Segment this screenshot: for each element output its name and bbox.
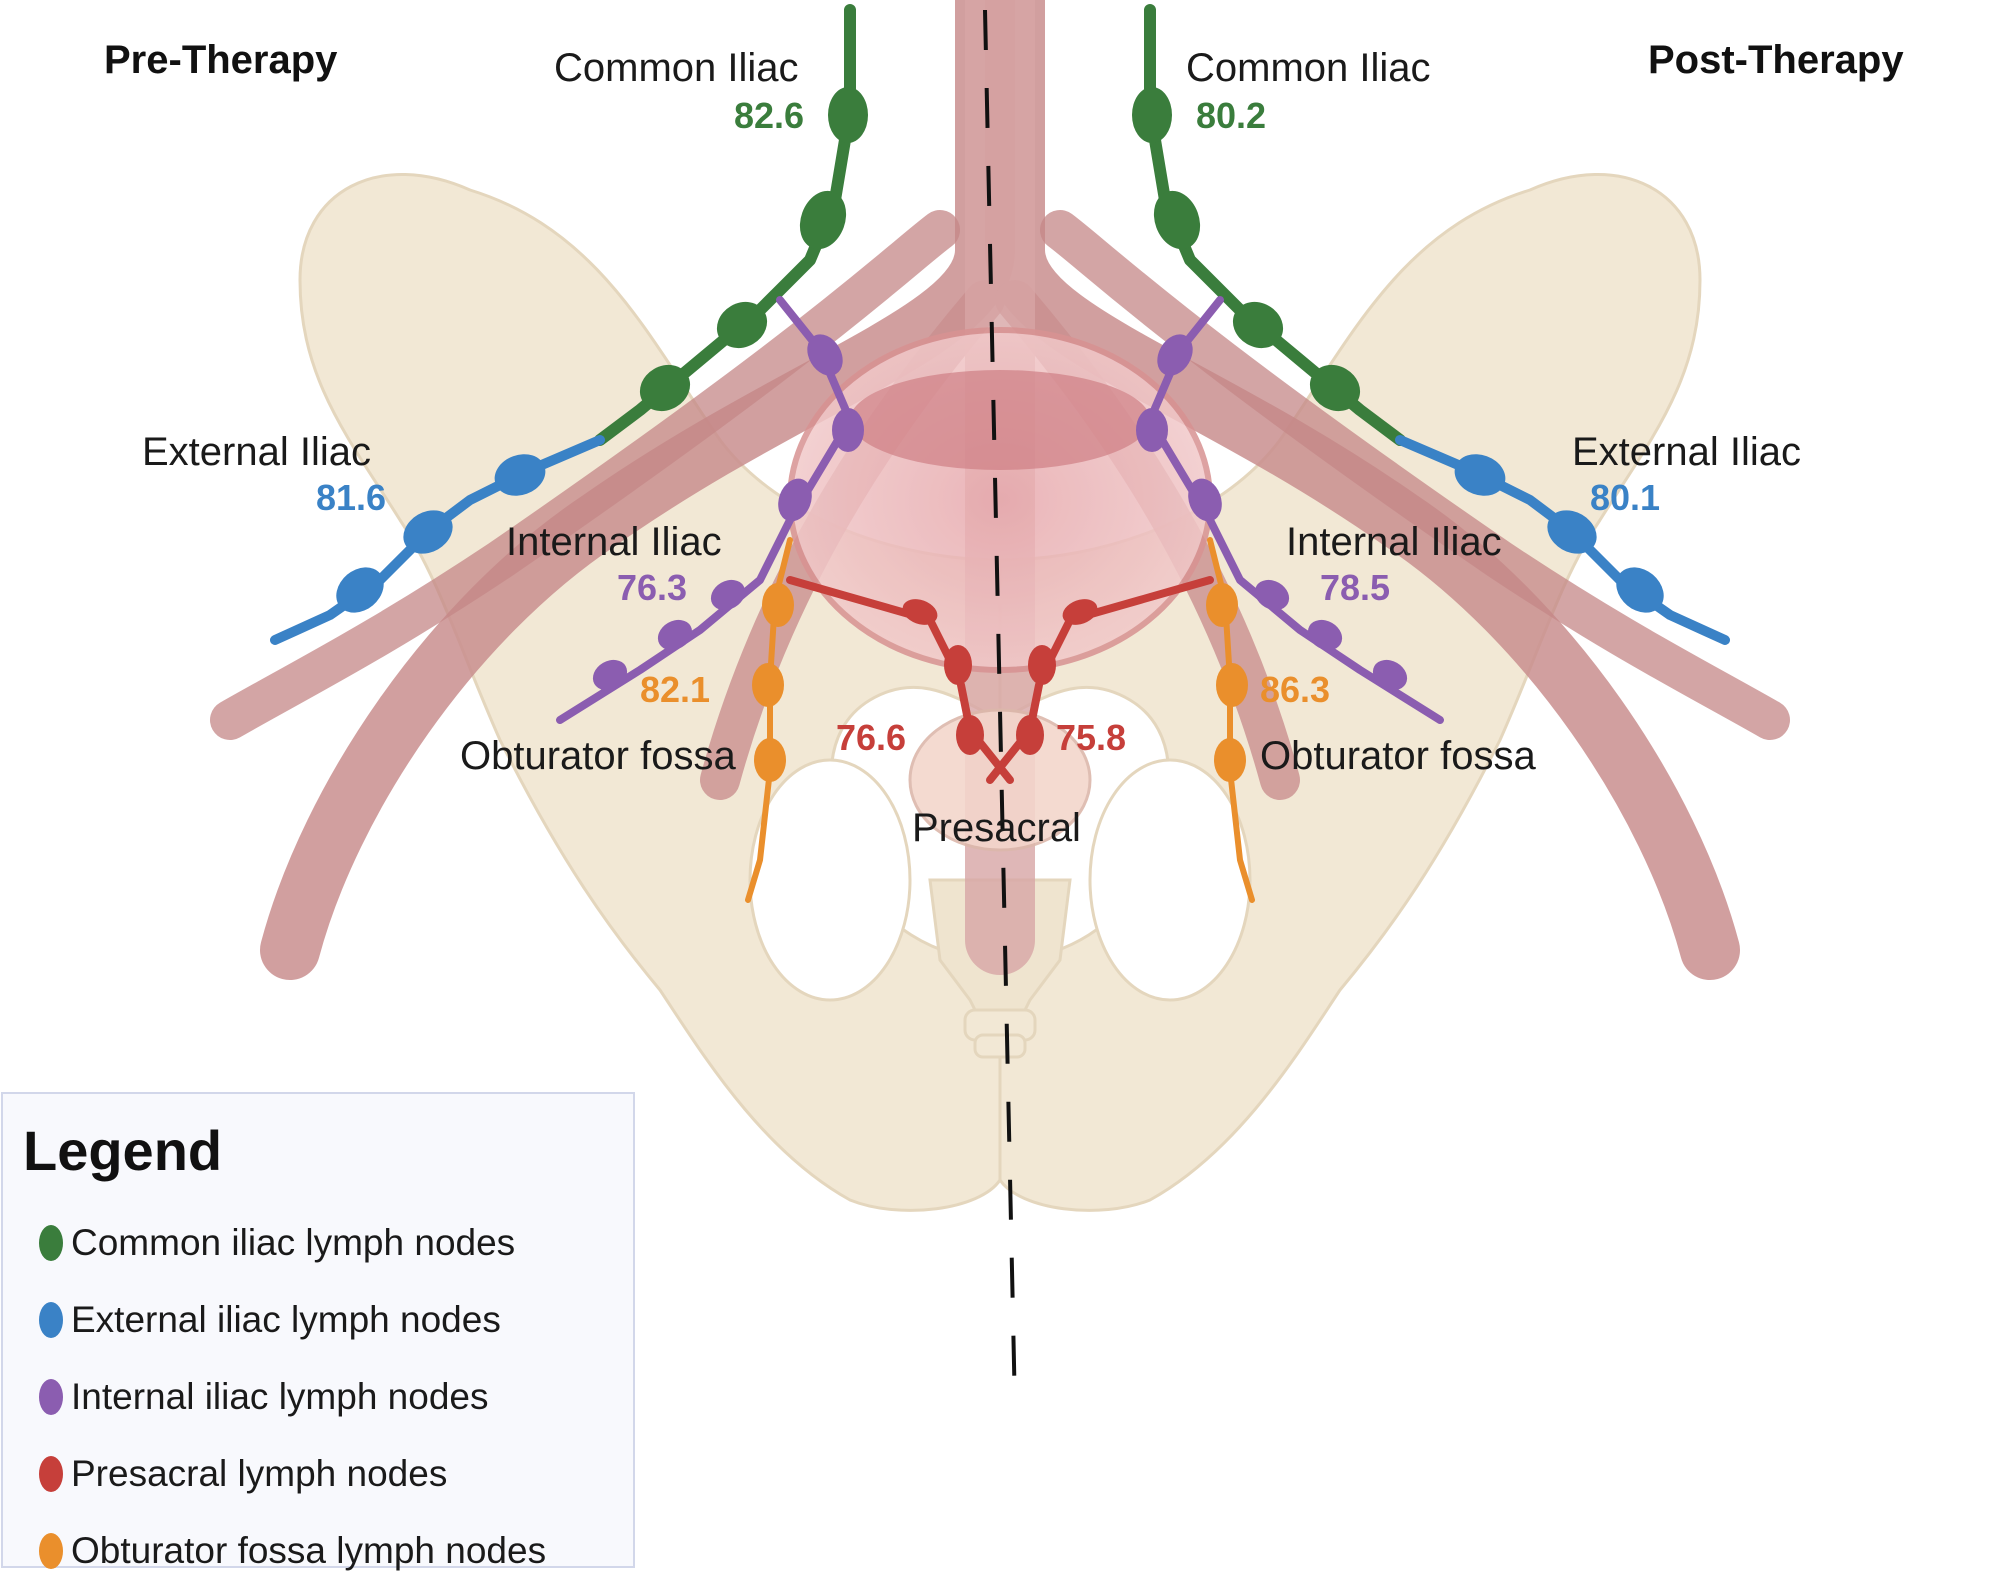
common-iliac-pre-node	[639, 364, 691, 412]
common-iliac-post-node	[1153, 190, 1201, 250]
internal-iliac-pre-node	[592, 659, 628, 691]
post-presacral-value: 75.8	[1056, 717, 1127, 758]
common-iliac-post-node	[1232, 301, 1284, 349]
legend-item-common-iliac: Common iliac lymph nodes	[39, 1222, 515, 1264]
pre-presacral-value: 76.6	[836, 717, 907, 758]
pre-external-iliac-value: 81.6	[316, 477, 387, 518]
obturator-post-node	[1216, 663, 1248, 707]
post-common-iliac-value: 80.2	[1196, 95, 1267, 136]
pre-obturator-label: Obturator fossa	[460, 734, 736, 778]
pre-internal-iliac-value: 76.3	[617, 567, 688, 608]
pre-common-iliac-value: 82.6	[734, 95, 805, 136]
obturator-post-node	[1206, 583, 1238, 627]
external-iliac-post-node	[1547, 510, 1597, 554]
post-obturator-label: Obturator fossa	[1260, 734, 1536, 778]
legend-label: Common iliac lymph nodes	[71, 1222, 516, 1263]
lymph-node-chains	[270, 4, 1730, 903]
pre-common-iliac-label: Common Iliac	[554, 46, 799, 90]
internal-iliac-post-node	[1307, 619, 1343, 651]
common-iliac-pre-node	[799, 190, 847, 250]
post-common-iliac-label: Common Iliac	[1186, 46, 1431, 90]
legend-item-presacral: Presacral lymph nodes	[39, 1453, 447, 1495]
presacral-label: Presacral	[912, 806, 1081, 850]
pre-obturator-value: 82.1	[640, 669, 711, 710]
legend-label: Presacral lymph nodes	[71, 1453, 448, 1494]
legend-title: Legend	[23, 1119, 223, 1182]
presacral-post-node	[1062, 599, 1098, 625]
obturator-post-node	[1214, 738, 1246, 782]
post-external-iliac-label: External Iliac	[1572, 430, 1801, 474]
obturator-pre-node	[762, 583, 794, 627]
external-iliac-pre-node	[336, 567, 384, 613]
internal-iliac-dot-icon	[39, 1379, 63, 1415]
bladder	[787, 327, 1213, 852]
internal-iliac-pre-node	[778, 478, 812, 522]
common-iliac-dot-icon	[39, 1225, 63, 1261]
internal-iliac-post-node	[1136, 408, 1168, 452]
legend-item-obturator: Obturator fossa lymph nodes	[39, 1530, 546, 1572]
common-iliac-pre-node	[716, 301, 768, 349]
internal-iliac-post-node	[1157, 334, 1193, 376]
internal-iliac-post-node	[1372, 659, 1408, 691]
internal-iliac-pre-node	[807, 334, 843, 376]
external-iliac-pre-node	[403, 510, 453, 554]
presacral-pre-node	[944, 645, 972, 685]
legend-item-internal-iliac: Internal iliac lymph nodes	[39, 1376, 489, 1418]
internal-iliac-pre-node	[657, 619, 693, 651]
post-internal-iliac-label: Internal Iliac	[1286, 520, 1502, 564]
presacral-pre-node	[956, 715, 984, 755]
presacral-post-node	[1016, 715, 1044, 755]
obturator-pre-node	[754, 738, 786, 782]
external-iliac-pre-node	[494, 454, 546, 496]
external-iliac-dot-icon	[39, 1302, 63, 1338]
legend-label: Internal iliac lymph nodes	[71, 1376, 489, 1417]
legend-panel: Legend Common iliac lymph nodes External…	[1, 1092, 635, 1571]
legend-label: Obturator fossa lymph nodes	[71, 1530, 547, 1571]
common-iliac-post-node	[1309, 364, 1361, 412]
internal-iliac-post-node	[1188, 478, 1222, 522]
presacral-dot-icon	[39, 1456, 63, 1492]
post-external-iliac-value: 80.1	[1590, 477, 1661, 518]
post-internal-iliac-value: 78.5	[1320, 567, 1391, 608]
internal-iliac-pre-node	[832, 408, 864, 452]
presacral-pre-node	[902, 599, 938, 625]
internal-iliac-post-node	[1254, 579, 1290, 611]
internal-iliac-pre-node	[710, 579, 746, 611]
common-iliac-pre-node	[828, 87, 868, 143]
pre-internal-iliac-label: Internal Iliac	[506, 520, 722, 564]
external-iliac-post-node	[1454, 454, 1506, 496]
presacral-post-node	[1028, 645, 1056, 685]
legend-item-external-iliac: External iliac lymph nodes	[39, 1299, 501, 1341]
pre-external-iliac-label: External Iliac	[142, 430, 371, 474]
post-obturator-value: 86.3	[1260, 669, 1331, 710]
legend-label: External iliac lymph nodes	[71, 1299, 501, 1340]
obturator-pre-node	[752, 663, 784, 707]
external-iliac-post-node	[1616, 567, 1664, 613]
post-therapy-heading: Post-Therapy	[1648, 38, 1904, 82]
obturator-dot-icon	[39, 1533, 63, 1569]
common-iliac-post-node	[1132, 87, 1172, 143]
pre-therapy-heading: Pre-Therapy	[104, 38, 338, 82]
